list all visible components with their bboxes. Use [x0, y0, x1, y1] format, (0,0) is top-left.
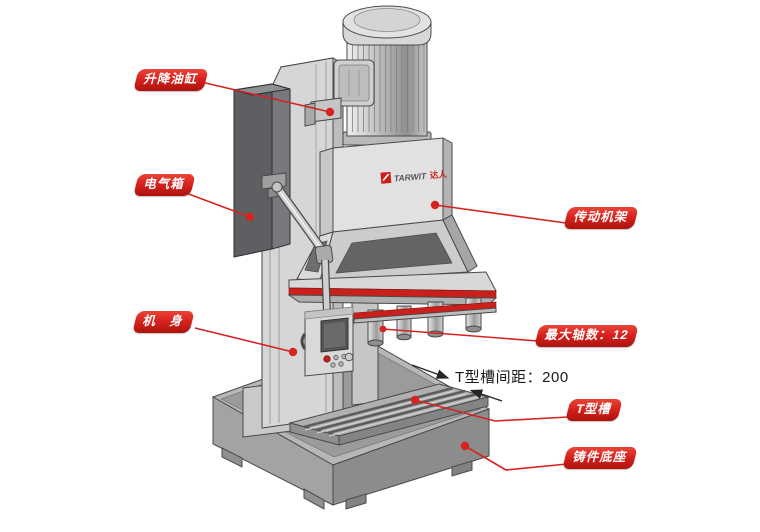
leader-lines: [185, 80, 569, 471]
lifting-oil-cylinder-illustration: [304, 97, 342, 127]
head-front-window: [335, 232, 453, 274]
base-foot: [303, 488, 325, 510]
callout-dot: [288, 347, 298, 357]
brand-logo-suffix: 达人: [429, 169, 447, 180]
leader-t-slot: [414, 399, 569, 422]
label-casting-base: 铸件底座: [562, 447, 638, 469]
panel-button: [333, 354, 339, 361]
casting-base-illustration: [211, 340, 491, 510]
leader-electrical-box: [185, 192, 251, 218]
leader-machine-body: [194, 327, 294, 353]
callout-dot: [379, 325, 387, 333]
callout-dot: [410, 395, 420, 405]
dimension-arrow-lower: [469, 389, 503, 402]
callout-dot: [325, 107, 335, 117]
feed-lever: [271, 181, 334, 315]
label-transmission-frame: 传动机架: [563, 207, 639, 229]
brand-logo: TARWIT 达人: [380, 169, 448, 184]
label-machine-body-text: 机 身: [141, 314, 186, 328]
t-slot-spacing-note: T型槽间距：200: [455, 369, 569, 386]
panel-button: [338, 361, 344, 367]
leader-lifting-oil-cylinder: [196, 80, 331, 113]
control-panel: [300, 306, 354, 377]
label-t-slot-text: T型槽: [574, 402, 614, 416]
callout-dot: [460, 441, 470, 451]
electrical-box-illustration: [233, 83, 291, 258]
dimension-arrow-upper: [411, 364, 450, 379]
label-transmission-frame-text: 传动机架: [572, 210, 630, 224]
leader-transmission-frame: [434, 204, 567, 224]
leader-casting-base: [464, 445, 568, 471]
label-casting-base-text: 铸件底座: [571, 450, 629, 464]
leader-max-spindle-count: [382, 328, 539, 342]
panel-knob: [344, 352, 354, 362]
label-lifting-oil-cylinder: 升降油缸: [133, 69, 209, 91]
callout-dot: [430, 200, 440, 210]
spindle-plate-front-edge: [353, 301, 497, 324]
label-lifting-oil-cylinder-text: 升降油缸: [142, 72, 200, 86]
label-electrical-box-text: 电气箱: [142, 177, 187, 191]
transmission-frame-illustration: TARWIT 达人: [287, 137, 498, 306]
label-electrical-box: 电气箱: [133, 174, 196, 196]
brand-logo-text: TARWIT: [394, 171, 428, 184]
motor: [333, 5, 432, 146]
label-machine-body: 机 身: [132, 311, 195, 333]
label-max-spindle-count: 最大轴数：12: [534, 325, 640, 347]
label-t-slot: T型槽: [565, 399, 623, 421]
panel-red-button: [323, 355, 331, 363]
panel-button: [330, 362, 336, 368]
dimension-arrows: [411, 364, 503, 402]
callout-dot: [245, 212, 255, 222]
base-foot: [221, 447, 243, 468]
base-foot: [451, 460, 473, 477]
label-max-spindle-count-text: 最大轴数：12: [543, 328, 631, 342]
base-foot: [345, 493, 367, 510]
t-slot-grooves: [303, 386, 479, 437]
panel-handle: [300, 333, 307, 350]
